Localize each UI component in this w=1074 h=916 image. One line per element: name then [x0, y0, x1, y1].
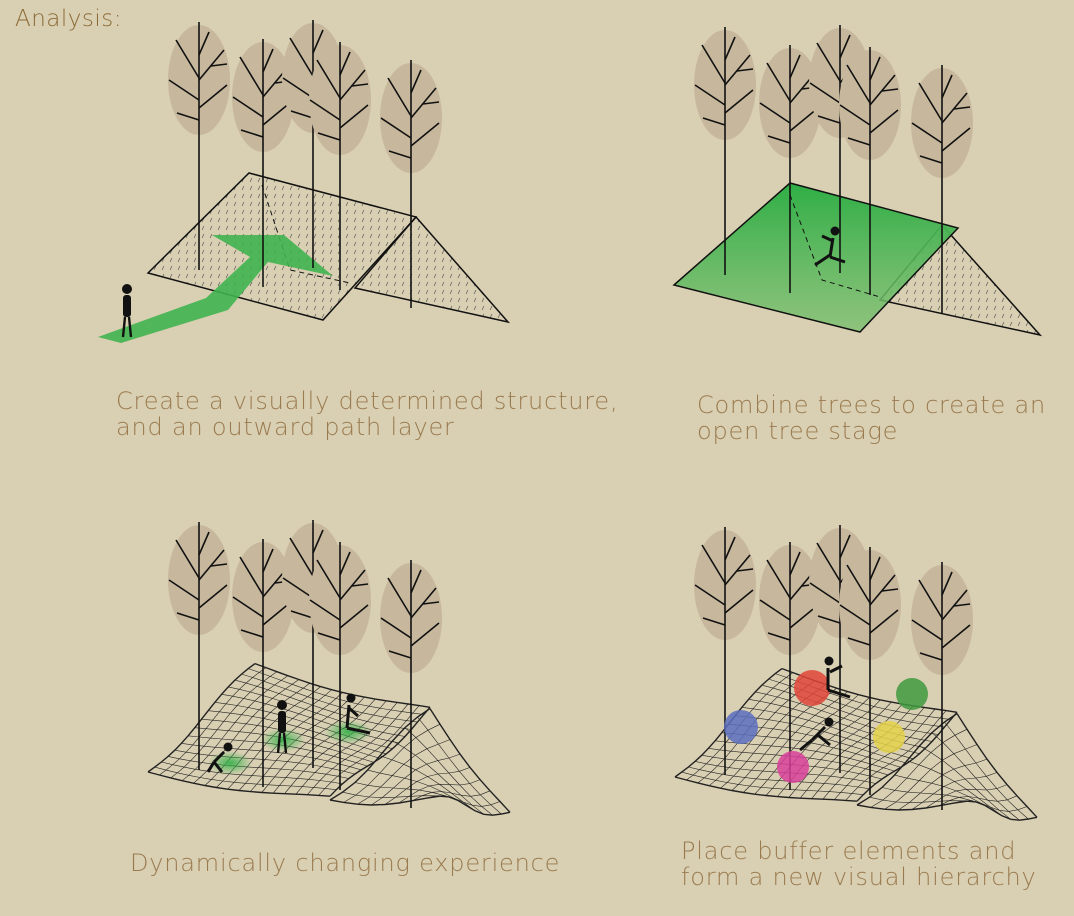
mesh-line [439, 795, 511, 816]
caption-line: Dynamically changing experience [130, 849, 561, 877]
mesh-line [944, 721, 1029, 820]
panel-4-caption: Place buffer elements and form a new vis… [681, 838, 1037, 890]
mesh-line [234, 679, 412, 730]
caption-line: Create a visually determined structure, [116, 387, 619, 415]
mesh-line [966, 800, 1038, 821]
tree [379, 559, 443, 809]
panel-3-dynamic-mesh [147, 519, 511, 816]
mesh-line [931, 732, 1020, 821]
mesh-line [329, 706, 431, 797]
mesh-line [284, 700, 387, 794]
mesh-line [845, 710, 947, 801]
mesh-line [307, 703, 409, 795]
mesh-line [147, 771, 331, 797]
mesh-line [919, 745, 1011, 820]
mesh-line [953, 800, 1028, 812]
mesh-line [761, 684, 939, 735]
buffer-element-magenta [777, 751, 809, 783]
mesh-line [318, 705, 420, 796]
buffer-element-yellow [873, 721, 905, 753]
mesh-line [228, 686, 406, 737]
mesh-line [939, 795, 1018, 806]
mesh-line [822, 707, 925, 800]
mesh-line [254, 662, 431, 708]
sitting-person-icon [824, 656, 851, 699]
mesh-line [834, 708, 936, 800]
mesh-line [925, 784, 1008, 809]
mesh-line [392, 740, 484, 815]
page-title: Analysis: [15, 6, 123, 32]
mesh-line [208, 710, 387, 755]
mesh-line [241, 673, 418, 723]
panel-1-structure-path [98, 19, 511, 343]
buffer-element-blue [724, 710, 758, 744]
green-path-arrow [98, 235, 333, 343]
mesh-line [884, 744, 978, 810]
mesh-line [674, 776, 858, 802]
caption-line: Place buffer elements and [681, 837, 1017, 865]
mesh-line [272, 698, 376, 794]
caption-line: Combine trees to create an [697, 391, 1046, 419]
mesh-line [248, 668, 424, 715]
panel-1-caption: Create a visually determined structure, … [116, 388, 618, 440]
mesh-line [911, 772, 998, 810]
panel-3-caption: Dynamically changing experience [130, 850, 560, 876]
mesh-line [856, 711, 958, 802]
panel-4-buffer-elements [674, 524, 1038, 821]
mesh-line [295, 702, 398, 795]
green-stage [672, 182, 960, 333]
crouching-person-icon [206, 742, 233, 773]
buffer-element-red [794, 670, 830, 706]
sitting-person-icon [814, 226, 846, 267]
buffer-element-green [896, 678, 928, 710]
crawling-person-icon [799, 717, 834, 752]
caption-line: and an outward path layer [116, 413, 455, 441]
sitting-person-icon [345, 693, 371, 735]
mesh-line [384, 767, 471, 805]
mesh-line [956, 713, 1038, 818]
tree [167, 521, 231, 771]
panel-2-tree-stage [672, 24, 1043, 337]
mesh-line [426, 795, 501, 807]
mesh-line [398, 779, 481, 804]
mesh-line [412, 790, 491, 801]
mesh-line [429, 708, 511, 813]
mesh-line [417, 716, 502, 815]
slope [353, 215, 511, 324]
panel-2-caption: Combine trees to create an open tree sta… [697, 392, 1046, 444]
mesh-line [357, 739, 451, 805]
caption-line: open tree stage [697, 417, 899, 445]
caption-line: form a new visual hierarchy [681, 863, 1037, 891]
mesh-line [404, 727, 493, 816]
